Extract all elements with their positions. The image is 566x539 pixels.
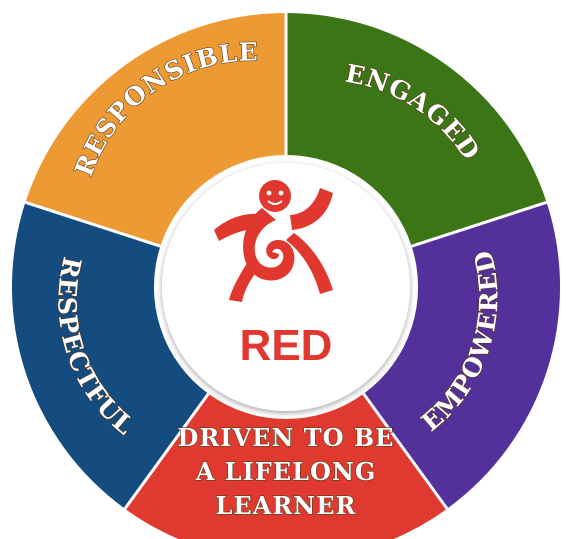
segment-empowered xyxy=(363,202,561,509)
segment-responsible xyxy=(25,12,287,247)
label-driven: DRIVEN TO BE A LIFELONG LEARNER xyxy=(177,422,395,520)
label-driven-line-1: DRIVEN TO BE xyxy=(178,423,395,452)
label-driven-line-2: A LIFELONG xyxy=(195,457,377,486)
segment-respectful xyxy=(11,202,209,509)
label-driven-line-3: LEARNER xyxy=(216,491,357,520)
segment-dividers xyxy=(24,13,548,510)
segment-driven xyxy=(124,393,448,539)
wheel-segments xyxy=(11,12,561,539)
logo-text: RED xyxy=(240,321,333,370)
segment-engaged xyxy=(286,12,547,247)
running-figure-icon xyxy=(214,180,333,302)
